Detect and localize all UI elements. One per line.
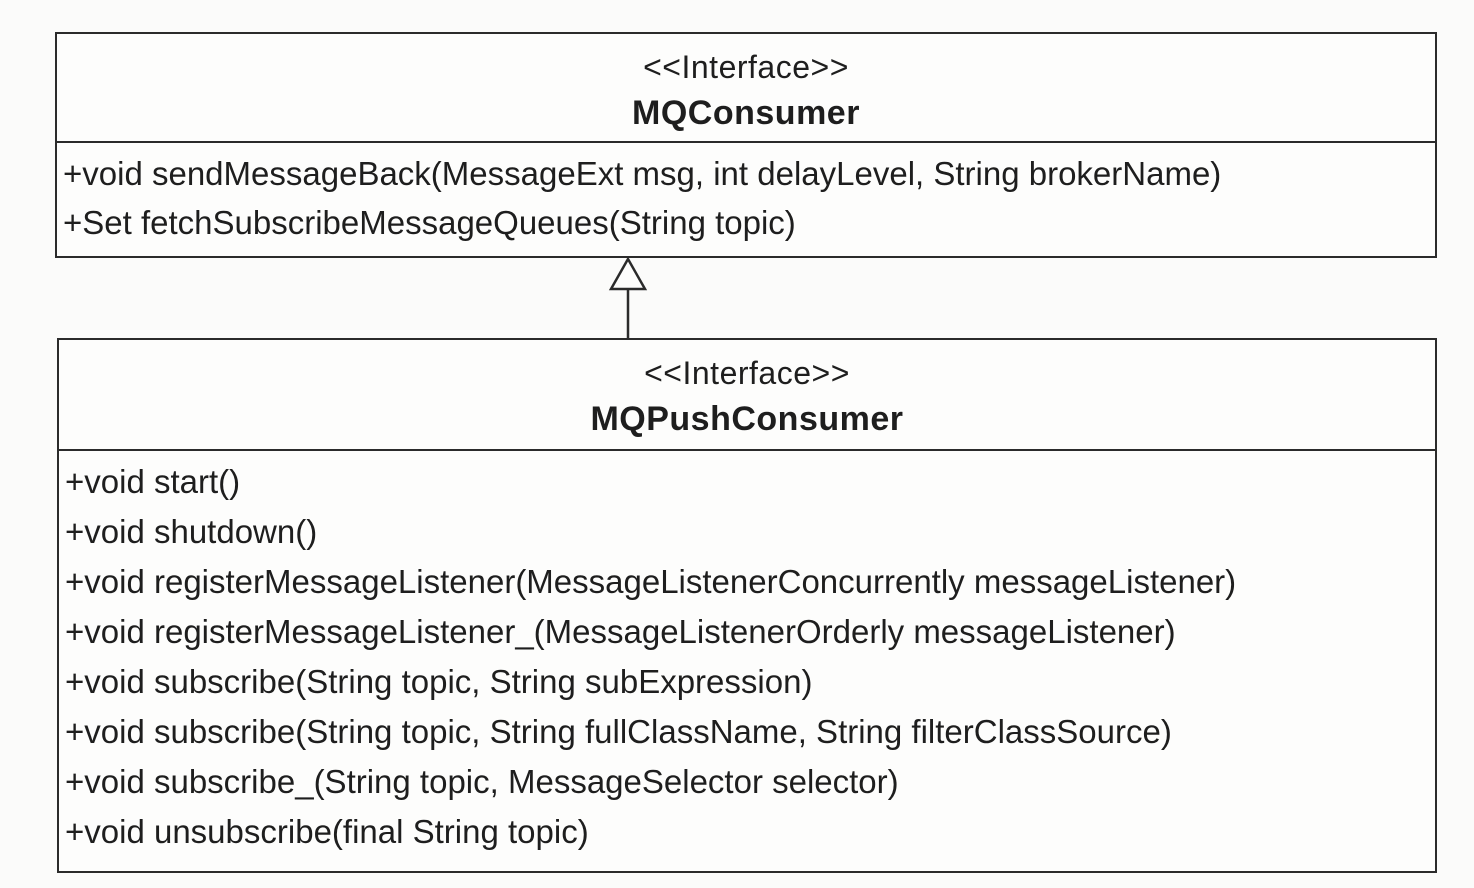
class-box-mqpushconsumer: <<Interface>> MQPushConsumer +void start…: [57, 338, 1437, 873]
method-row: +void start(): [65, 463, 241, 500]
method-row: +void shutdown(): [65, 513, 318, 550]
mqconsumer-method-list: +void sendMessageBack(MessageExt msg, in…: [57, 143, 1435, 247]
generalization-arrow-icon: [608, 257, 648, 341]
mqpushconsumer-class-name: MQPushConsumer: [590, 400, 904, 438]
method-row: +Set fetchSubscribeMessageQueues(String …: [63, 204, 796, 241]
mqpushconsumer-stereotype-label: <<Interface>>: [644, 355, 850, 391]
mqpushconsumer-method-list: +void start() +void shutdown() +void reg…: [59, 451, 1435, 857]
method-row: +void sendMessageBack(MessageExt msg, in…: [63, 155, 1222, 192]
method-row: +void subscribe_(String topic, MessageSe…: [65, 763, 899, 800]
mqconsumer-stereotype-label: <<Interface>>: [643, 49, 849, 85]
mqpushconsumer-header: <<Interface>> MQPushConsumer: [59, 340, 1435, 451]
mqconsumer-header: <<Interface>> MQConsumer: [57, 34, 1435, 143]
method-row: +void subscribe(String topic, String ful…: [65, 713, 1172, 750]
method-row: +void unsubscribe(final String topic): [65, 813, 589, 850]
mqconsumer-class-name: MQConsumer: [632, 94, 860, 132]
method-row: +void subscribe(String topic, String sub…: [65, 663, 813, 700]
method-row: +void registerMessageListener_(MessageLi…: [65, 613, 1176, 650]
method-row: +void registerMessageListener(MessageLis…: [65, 563, 1237, 600]
class-box-mqconsumer: <<Interface>> MQConsumer +void sendMessa…: [55, 32, 1437, 258]
